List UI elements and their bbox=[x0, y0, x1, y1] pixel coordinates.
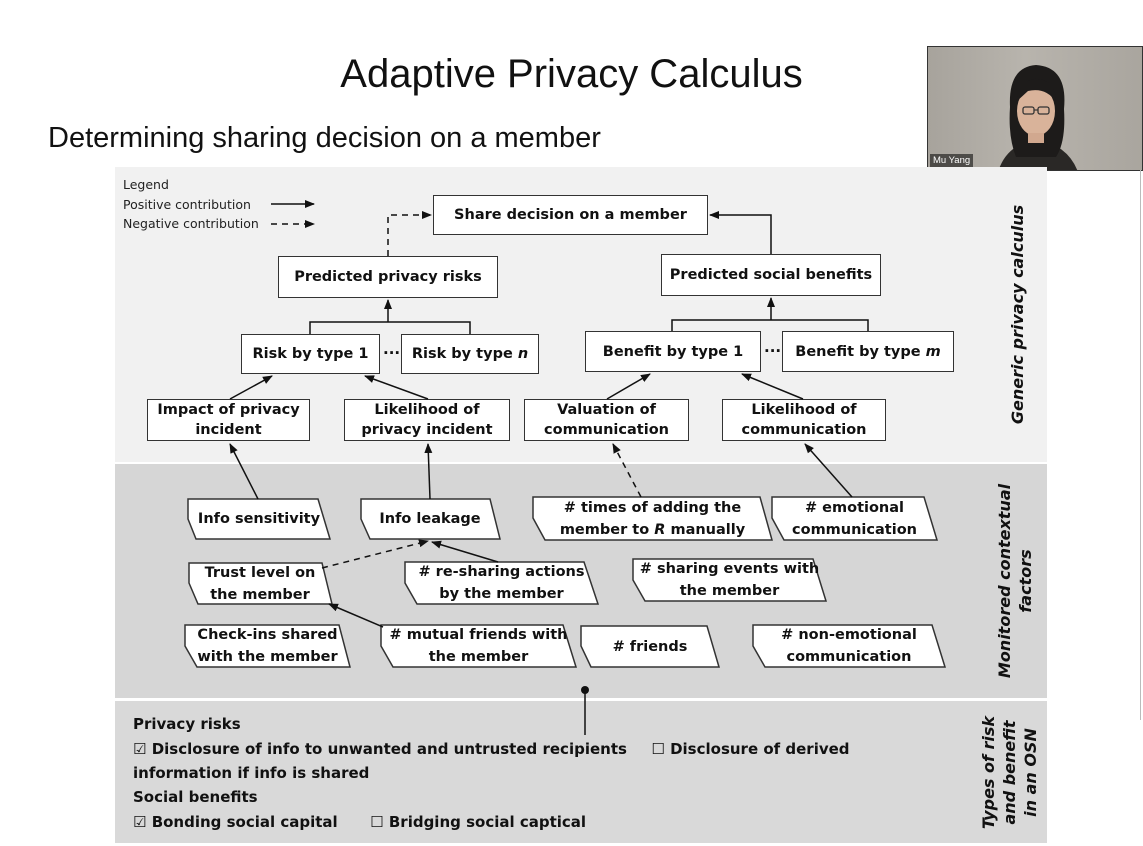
factor-shape-trust bbox=[188, 562, 333, 605]
factor-friends: # friends bbox=[612, 638, 688, 655]
unchecked-box-icon: ☐ bbox=[651, 740, 665, 758]
right-edge-divider bbox=[1140, 170, 1141, 720]
factor-shape-checkins bbox=[184, 624, 351, 668]
social-option-1: Bonding social capital bbox=[151, 813, 338, 831]
checked-box-icon: ☑ bbox=[133, 740, 147, 758]
risk-typen-node: Risk by type n bbox=[401, 334, 539, 374]
factor-info-sensitivity: Info sensitivity bbox=[197, 511, 321, 527]
factor-info-leakage: Info leakage bbox=[379, 511, 481, 527]
predicted-benefits-node: Predicted social benefits bbox=[661, 254, 881, 296]
factor-shape-nonemotional bbox=[752, 624, 947, 668]
slide-subtitle: Determining sharing decision on a member bbox=[48, 122, 601, 154]
unchecked-box-icon: ☐ bbox=[370, 813, 384, 831]
factor-shape-resharing bbox=[404, 561, 600, 605]
risk-ellipsis: ... bbox=[383, 340, 401, 358]
factor-shape-sharing-events bbox=[632, 558, 828, 602]
social-benefits-heading: Social benefits bbox=[133, 788, 258, 806]
privacy-option-2-line1: Disclosure of derived bbox=[670, 740, 850, 758]
webcam-name-label: Mu Yang bbox=[930, 154, 974, 167]
benefit-ellipsis: ... bbox=[764, 338, 782, 356]
factor-shape-mutual bbox=[380, 624, 578, 668]
legend-positive: Positive contribution bbox=[123, 197, 251, 212]
factor-shape-friends bbox=[580, 625, 721, 668]
factor-shape-info-leakage bbox=[360, 498, 501, 540]
social-option-row: ☑ Bonding social capital ☐ Bridging soci… bbox=[133, 813, 586, 831]
factor-shape-emotional bbox=[771, 496, 939, 541]
legend-negative: Negative contribution bbox=[123, 216, 259, 231]
factor-shape-times-adding bbox=[532, 496, 773, 541]
predicted-risks-node: Predicted privacy risks bbox=[278, 256, 498, 298]
factor-shape-info-sensitivity bbox=[187, 498, 332, 540]
privacy-option-2-line2: information if info is shared bbox=[133, 764, 370, 782]
privacy-risks-heading: Privacy risks bbox=[133, 715, 241, 733]
legend-title: Legend bbox=[123, 177, 169, 192]
risk-type1-node: Risk by type 1 bbox=[241, 334, 380, 374]
slide-title: Adaptive Privacy Calculus bbox=[340, 52, 803, 96]
privacy-option-row: ☑ Disclosure of info to unwanted and unt… bbox=[133, 740, 850, 758]
risk-benefit-types-band bbox=[115, 701, 1047, 843]
social-option-2: Bridging social captical bbox=[388, 813, 587, 831]
checked-box-icon: ☑ bbox=[133, 813, 147, 831]
benefit-type1-node: Benefit by type 1 bbox=[585, 331, 761, 372]
benefit-typem-node: Benefit by type m bbox=[782, 331, 954, 372]
share-decision-node: Share decision on a member bbox=[433, 195, 708, 235]
privacy-option-1: Disclosure of info to unwanted and untru… bbox=[151, 740, 627, 758]
webcam-thumbnail[interactable]: Mu Yang bbox=[927, 46, 1143, 171]
presenter-figure bbox=[998, 65, 1078, 170]
